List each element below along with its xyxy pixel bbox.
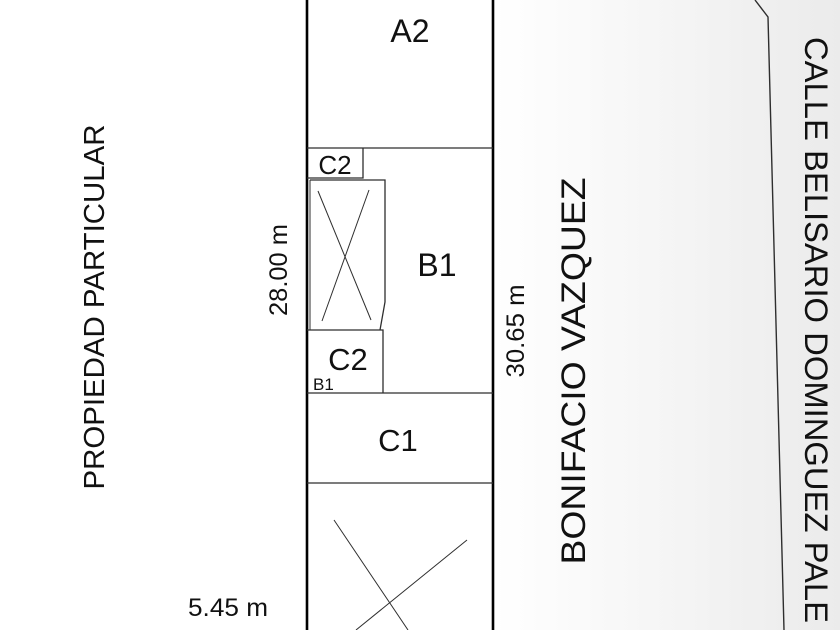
street-label-left: PROPIEDAD PARTICULAR — [79, 125, 111, 490]
front-cross-line-1 — [333, 519, 409, 630]
front-cross-line-2 — [355, 539, 468, 630]
label-c2-middle: C2 — [328, 342, 368, 377]
c2-middle-box-outline — [307, 329, 384, 393]
c2-top-box-outline — [307, 148, 364, 179]
label-b1: B1 — [417, 247, 456, 283]
stair-cross-line-2 — [321, 189, 370, 322]
street-shading — [494, 0, 840, 630]
label-a2: A2 — [390, 13, 429, 49]
stair-box-outline — [310, 179, 386, 331]
dimension-front-width: 5.45 m — [188, 594, 268, 622]
label-c1: C1 — [378, 423, 418, 458]
label-b1-small: B1 — [313, 375, 334, 394]
stair-cross-line-1 — [317, 190, 372, 321]
street-label-right: CALLE BELISARIO DOMINGUEZ PALE — [798, 37, 834, 623]
dimension-left-depth: 28.00 m — [265, 224, 293, 316]
dimension-right-depth: 30.65 m — [502, 285, 530, 378]
label-c2-top: C2 — [318, 150, 351, 180]
street-label-middle: BONIFACIO VAZQUEZ — [555, 178, 593, 565]
street-edge-line — [754, 0, 785, 630]
